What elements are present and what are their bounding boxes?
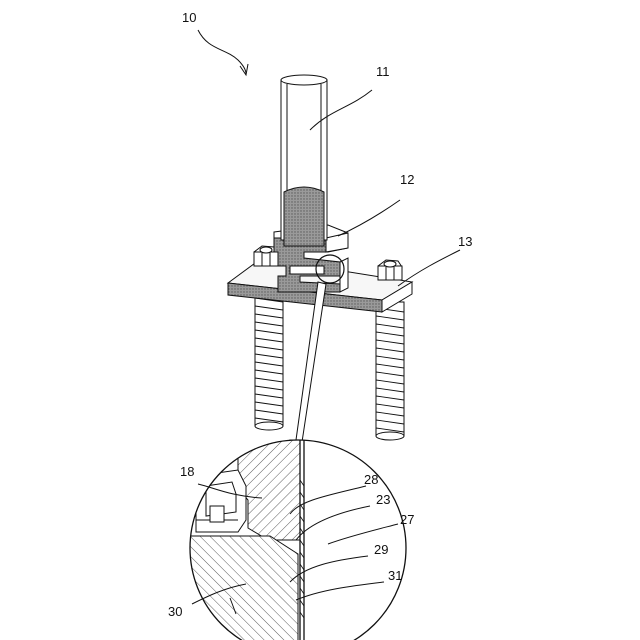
label-27: 27	[400, 512, 414, 527]
label-13: 13	[458, 234, 472, 249]
label-11: 11	[376, 64, 390, 79]
detail-arrow	[290, 282, 326, 456]
detail-view	[180, 430, 424, 640]
label-23: 23	[376, 492, 390, 507]
label-29: 29	[374, 542, 388, 557]
post	[281, 75, 327, 246]
label-18: 18	[180, 464, 194, 479]
nut-right	[378, 260, 402, 280]
label-31: 31	[388, 568, 402, 583]
anchor-rod-right	[376, 302, 404, 440]
assembly-leader	[198, 30, 248, 75]
label-10: 10	[182, 10, 196, 25]
label-12: 12	[400, 172, 414, 187]
label-30: 30	[168, 604, 182, 619]
anchor-rod-left	[255, 292, 283, 430]
label-28: 28	[364, 472, 378, 487]
